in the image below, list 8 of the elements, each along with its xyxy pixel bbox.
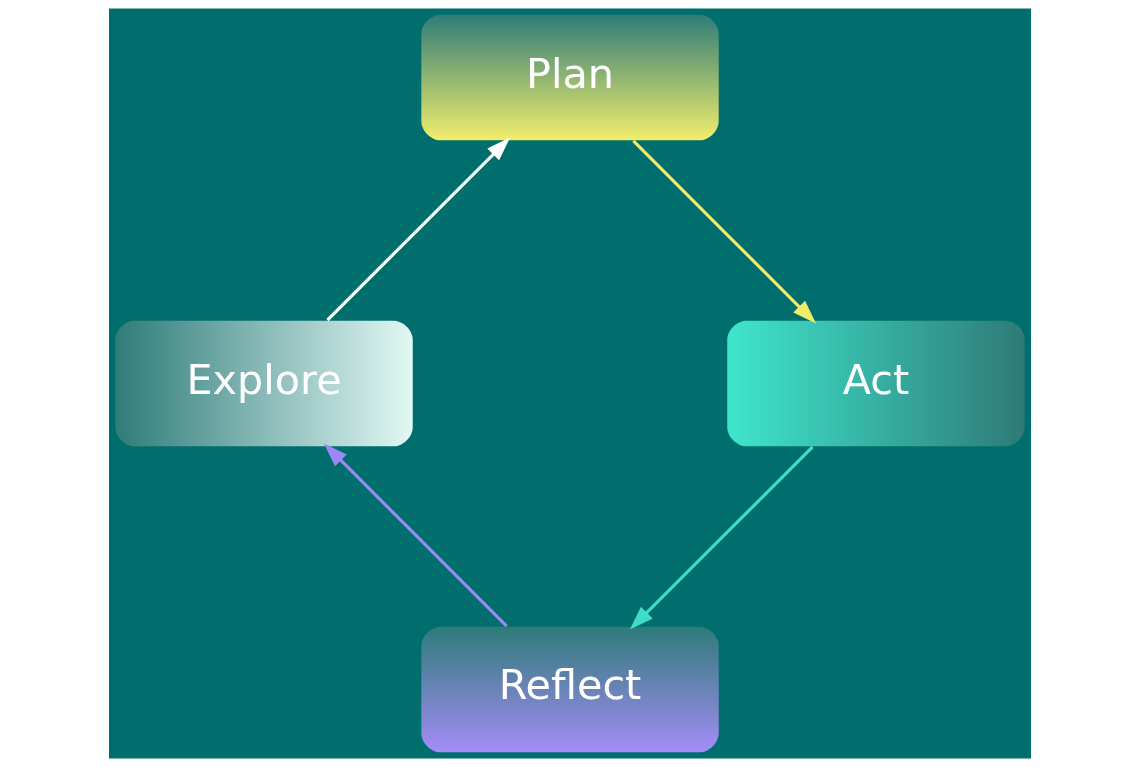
node-box: Reflect — [421, 626, 719, 753]
node-box: Explore — [115, 320, 413, 447]
node-box: Plan — [421, 14, 719, 141]
arrow — [323, 443, 508, 628]
arrow — [326, 137, 511, 322]
arrow — [632, 139, 817, 324]
arrow — [629, 445, 814, 630]
node-box: Act — [727, 320, 1025, 447]
